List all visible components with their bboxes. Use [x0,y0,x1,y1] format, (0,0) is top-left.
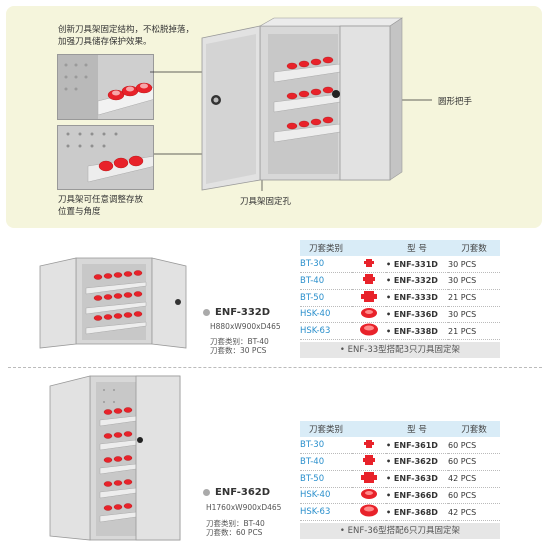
table-row: BT-40 • ENF-362D 60 PCS [300,453,500,471]
category: HSK-63 [300,322,352,341]
table-row: BT-50 • ENF-333D 21 PCS [300,289,500,307]
hsk63-holder-icon [352,503,386,522]
model-code: • ENF-366D [386,487,448,505]
table-header-row: 刀套类别 型 号 刀套数 [300,421,500,437]
spec-table-enf-362d: 刀套类别 型 号 刀套数 BT-30 • ENF-361D 60 PCS BT-… [300,421,500,540]
quantity: 60 PCS [448,437,500,455]
bullet-dot [203,489,210,496]
quantity: 42 PCS [448,503,500,522]
model-code: • ENF-336D [386,306,448,324]
open-cabinet-illustration [150,17,432,191]
model-code: • ENF-363D [386,470,448,488]
code-text: ENF-362D [393,457,438,467]
quantity: 21 PCS [448,289,500,307]
model-label-enf-332d: ENF-332D [203,307,270,318]
model-code: • ENF-333D [386,289,448,307]
code-text: ENF-331D [393,259,438,269]
fixing-hole-label: 刀具架固定孔 [240,197,292,207]
quantity: 30 PCS [448,306,500,324]
rack-note: • ENF-36型搭配6只刀具固定架 [300,523,500,540]
dimensions: H1760xW900xD465 [206,503,282,512]
table-row: BT-30 • ENF-361D 60 PCS [300,437,500,455]
model-code: • ENF-362D [386,453,448,471]
desc-line: 位置与角度 [58,207,101,217]
rack-note: • ENF-33型搭配3只刀具固定架 [300,342,500,359]
quantity: 42 PCS [448,470,500,488]
bullet-dot [203,309,210,316]
category: BT-50 [300,470,352,488]
category: HSK-40 [300,306,352,324]
model-name: ENF-362D [215,487,271,498]
desc-line: 创新刀具架固定结构，不松脱掉落， [58,25,195,35]
model-code: • ENF-332D [386,272,448,290]
bt30-holder-icon [352,437,386,455]
hsk40-holder-icon [352,487,386,505]
model-code: • ENF-368D [386,503,448,522]
hsk40-holder-icon [352,306,386,324]
header-model: 型 号 [386,421,448,437]
category: HSK-63 [300,503,352,522]
category: BT-50 [300,289,352,307]
header-category: 刀套类别 [300,240,352,256]
feature-description-bottom: 刀具架可任意调整存放 位置与角度 [58,194,143,218]
quantity: 30 PCS [448,256,500,274]
category: BT-40 [300,453,352,471]
tool-rack-closeup-image [57,54,154,120]
quantity: 30 PCS [448,272,500,290]
category: HSK-40 [300,487,352,505]
quantity: 21 PCS [448,322,500,341]
table-row: HSK-63 • ENF-368D 42 PCS [300,503,500,522]
category: BT-40 [300,272,352,290]
cabinet-enf-362d-image [49,375,181,541]
spec-type: 刀套类别：BT-40 [210,337,269,346]
category: BT-30 [300,256,352,274]
table-row: HSK-40 • ENF-336D 30 PCS [300,306,500,324]
header-model: 型 号 [386,240,448,256]
section-divider [8,367,542,368]
code-text: ENF-366D [393,490,438,500]
table-header-row: 刀套类别 型 号 刀套数 [300,240,500,256]
spec-table-enf-332d: 刀套类别 型 号 刀套数 BT-30 • ENF-331D 30 PCS BT-… [300,240,500,359]
feature-description-top: 创新刀具架固定结构，不松脱掉落， 加强刀具储存保护效果。 [58,24,194,48]
table-row: BT-30 • ENF-331D 30 PCS [300,256,500,274]
bt40-holder-icon [352,453,386,471]
model-code: • ENF-331D [386,256,448,274]
round-handle-label: 圆形把手 [438,97,473,107]
header-quantity: 刀套数 [448,240,500,256]
code-text: ENF-338D [393,326,438,336]
model-label-enf-362d: ENF-362D [203,487,270,498]
quantity: 60 PCS [448,487,500,505]
table-row: HSK-63 • ENF-338D 21 PCS [300,322,500,341]
table-row: BT-40 • ENF-332D 30 PCS [300,272,500,290]
category: BT-30 [300,437,352,455]
header-category: 刀套类别 [300,421,352,437]
model-name: ENF-332D [215,307,271,318]
hsk63-holder-icon [352,322,386,341]
code-text: ENF-333D [393,293,438,303]
code-text: ENF-363D [393,474,438,484]
code-text: ENF-336D [393,309,438,319]
spec-count: 刀套数：30 PCS [210,346,267,355]
bt50-holder-icon [352,289,386,307]
code-text: ENF-368D [393,507,438,517]
code-text: ENF-332D [393,276,438,286]
bt40-holder-icon [352,272,386,290]
spec-type: 刀套类别：BT-40 [206,519,265,528]
model-code: • ENF-338D [386,322,448,341]
table-row: HSK-40 • ENF-366D 60 PCS [300,487,500,505]
spec-count: 刀套数：60 PCS [206,528,263,537]
desc-line: 加强刀具储存保护效果。 [58,37,152,47]
dimensions: H880xW900xD465 [210,322,281,331]
cabinet-enf-332d-image [39,257,187,349]
adjustable-rack-image [57,125,154,190]
header-quantity: 刀套数 [448,421,500,437]
bt30-holder-icon [352,256,386,274]
bt50-holder-icon [352,470,386,488]
desc-line: 刀具架可任意调整存放 [58,195,144,205]
code-text: ENF-361D [393,440,438,450]
table-row: BT-50 • ENF-363D 42 PCS [300,470,500,488]
model-code: • ENF-361D [386,437,448,455]
quantity: 60 PCS [448,453,500,471]
